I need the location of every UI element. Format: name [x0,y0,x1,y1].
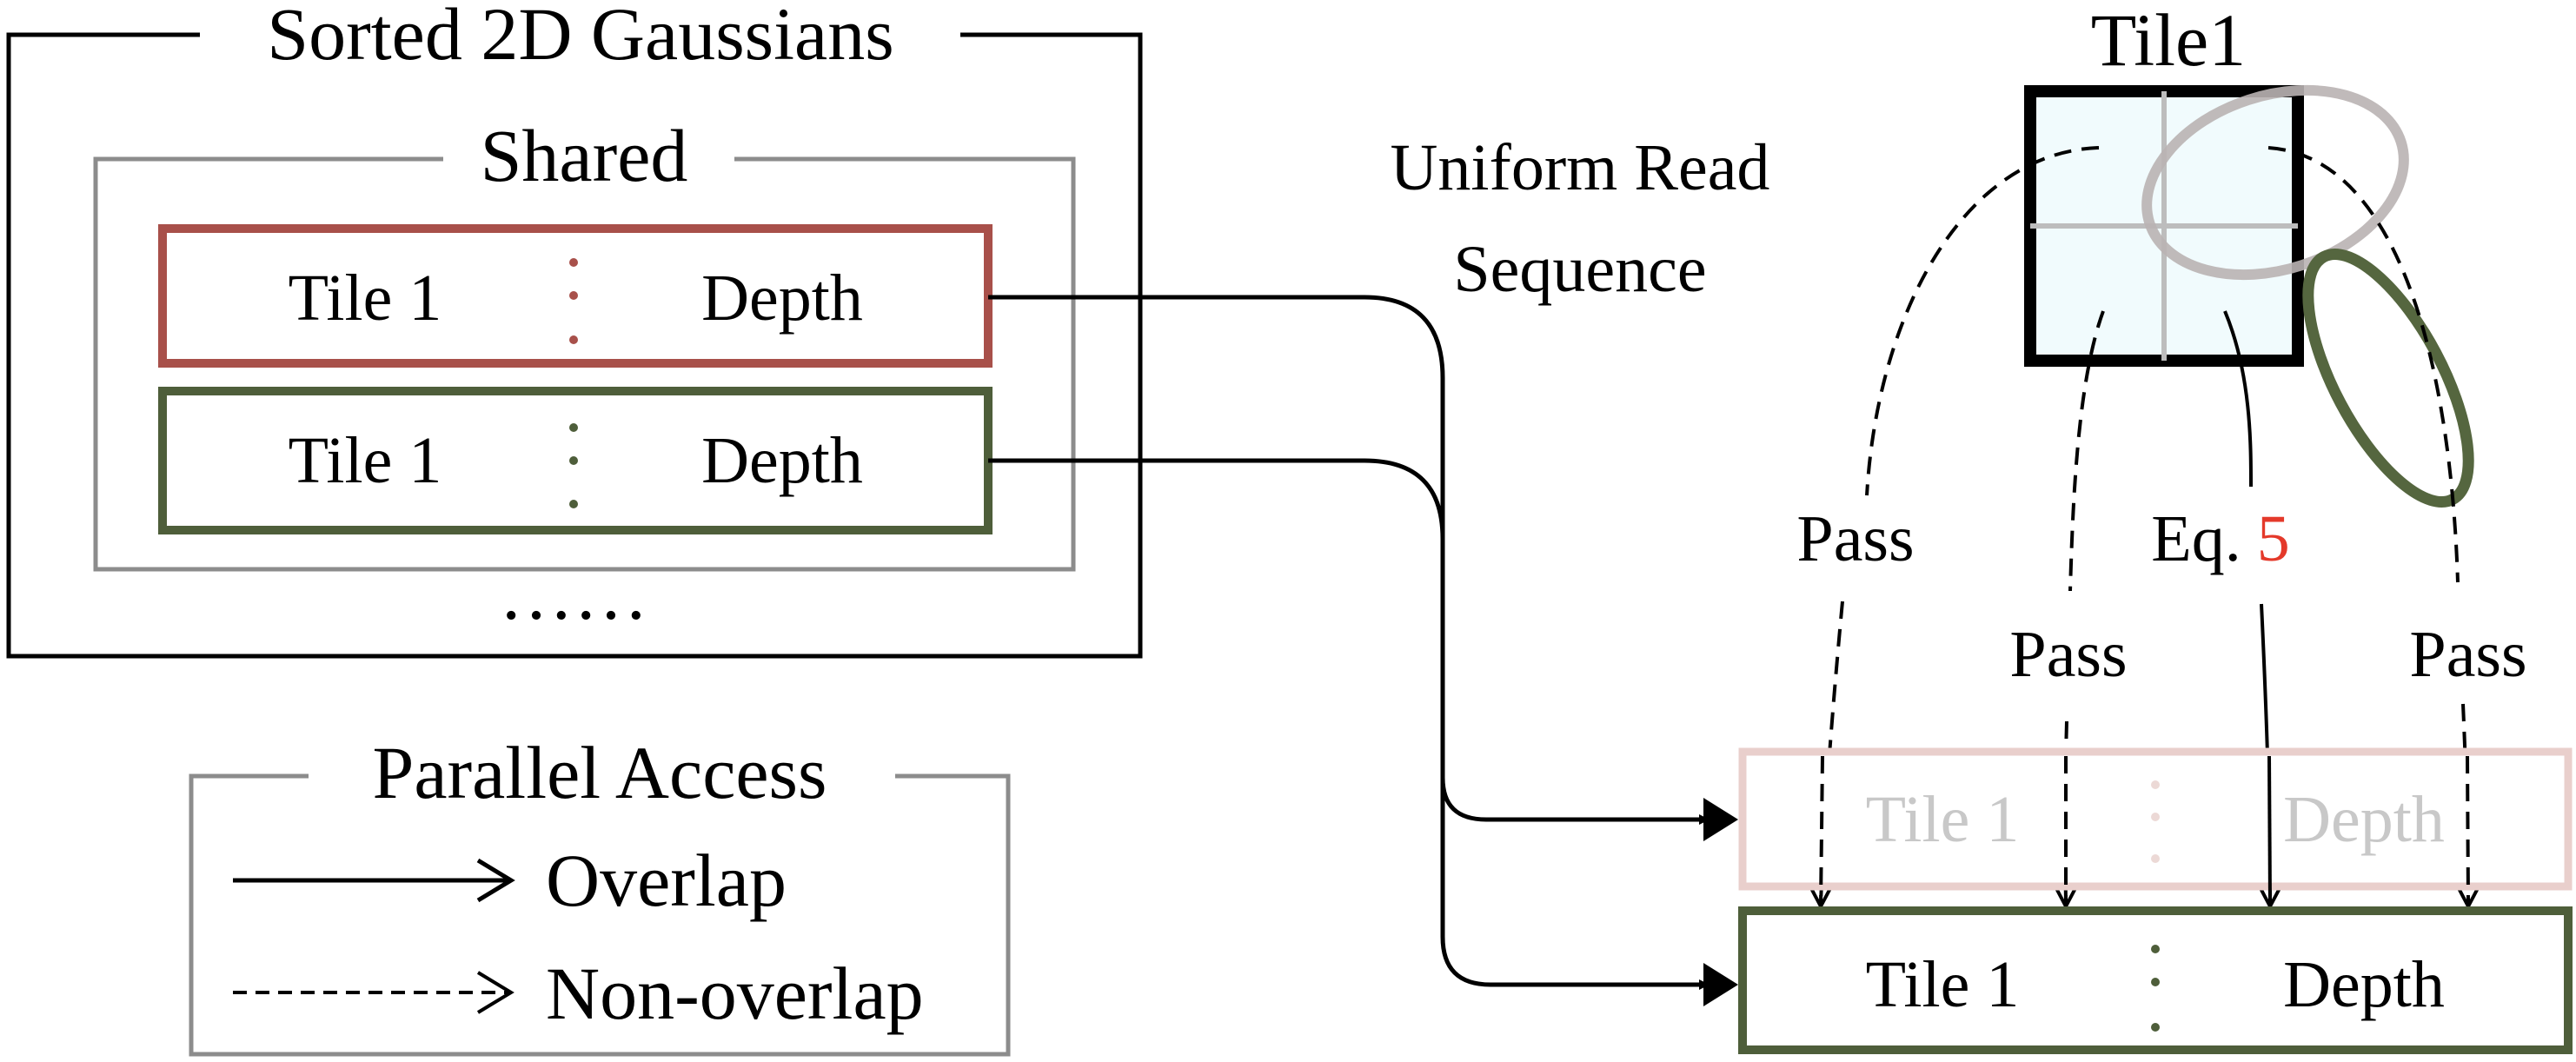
pass-arrow-3-upper [2267,146,2460,583]
entry-tile-label: Tile 1 [1866,783,2020,856]
separator-dot [2151,854,2160,863]
pass-arrow-2-upper [2068,310,2105,592]
connector-to-active-entry [988,458,1710,990]
legend-item-overlap: Overlap [233,839,787,922]
separator-dot [2151,978,2160,986]
gaussian-ellipse-green [2302,248,2474,508]
pass-label-3: Pass [2409,618,2526,691]
entry-depth-label: Depth [701,262,863,335]
separator-dot [569,335,578,344]
separator-dot [2151,780,2160,789]
separator-dot [2151,1023,2160,1032]
separator-dot [569,291,578,300]
entry-tile-label: Tile 1 [289,424,442,497]
arrowhead-icon [476,971,515,1014]
arrowhead [1703,963,1738,1006]
uniform-read-line1: Uniform Read [1391,131,1770,204]
shared-entry-1: Tile 1 Depth [158,224,993,368]
arrowhead-icon [476,858,515,903]
equation-ref: 5 [2257,502,2290,575]
legend-label-overlap: Overlap [546,839,787,922]
tile-panel-title: Tile1 [2091,0,2246,82]
pass-arrow-1-upper [1865,146,2100,496]
target-entry-faded: Tile 1 Depth [1738,747,2573,891]
legend: Parallel Access Overlap Non-overlap [189,731,1011,1057]
separator-dot [2151,945,2160,953]
entry-tile-label: Tile 1 [1866,948,2020,1021]
separator-dot [569,423,578,432]
shared-title: Shared [481,114,688,197]
legend-item-non-overlap: Non-overlap [233,952,924,1035]
sorted-gaussians-box: Sorted 2D Gaussians …… [6,0,1143,659]
sorted-gaussians-title: Sorted 2D Gaussians [267,0,893,76]
shared-entry-2: Tile 1 Depth [158,387,993,534]
legend-title: Parallel Access [373,731,827,814]
ellipsis: …… [499,552,648,635]
gaussian-ellipse-gray [2141,84,2409,281]
pass-label-2: Pass [2009,618,2127,691]
entry-depth-label: Depth [2283,948,2445,1021]
overlap-arrow-upper [2223,310,2253,488]
tile-grid [2024,85,2304,367]
entry-tile-label: Tile 1 [289,262,442,335]
entry-depth-label: Depth [701,424,863,497]
target-entry-active: Tile 1 Depth [1738,906,2573,1054]
equation-label: Eq.5 [2151,502,2289,575]
separator-dot [569,258,578,267]
separator-dot [569,500,578,508]
pass-label-1: Pass [1796,502,1914,575]
connector-to-faded-entry [988,295,1710,825]
pass-arrow-1-lower [1819,601,1844,905]
separator-dot [2151,813,2160,821]
read-sequence-connectors [988,295,1710,990]
uniform-read-line2: Sequence [1453,233,1706,306]
shared-box: Shared [93,114,1076,572]
arrowhead [1703,798,1738,841]
separator-dot [569,456,578,465]
entry-depth-label: Depth [2283,783,2445,856]
legend-label-non-overlap: Non-overlap [546,952,924,1035]
equation-prefix: Eq. [2151,502,2241,575]
